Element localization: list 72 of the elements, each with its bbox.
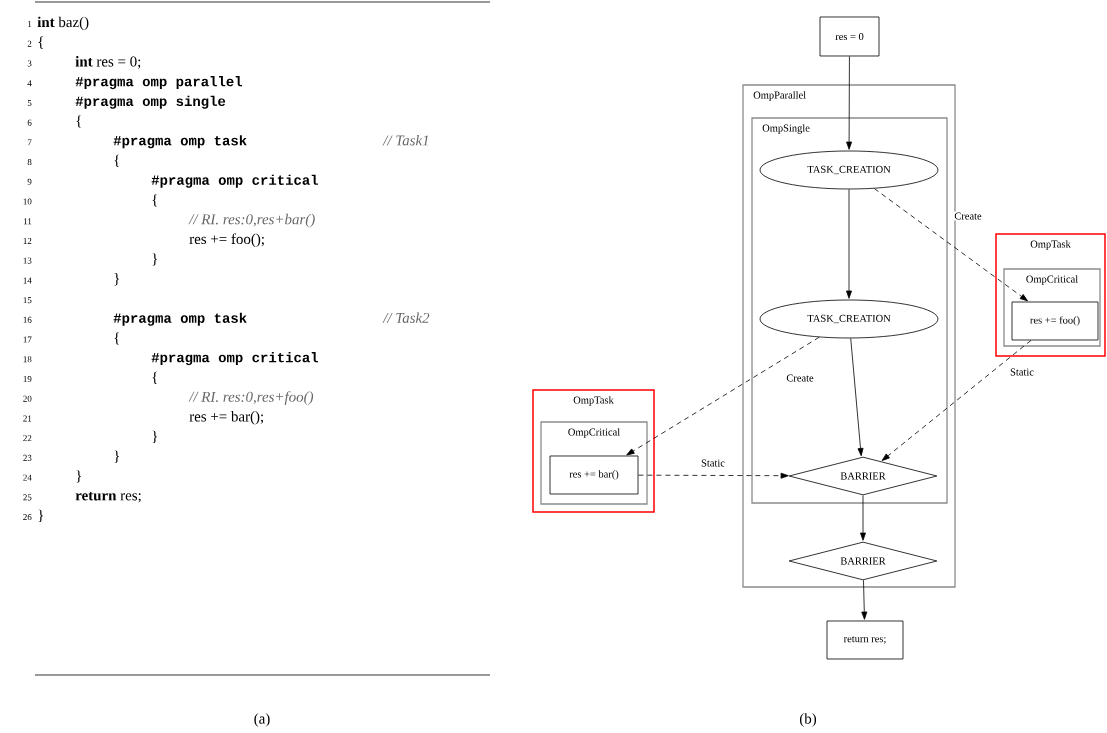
code-line: int baz(): [37, 16, 89, 31]
line-number: 15: [23, 297, 32, 304]
code-line: #pragma omp task: [113, 135, 247, 149]
code-line: {: [114, 154, 119, 167]
arrow: [638, 472, 789, 479]
code-line: }: [114, 273, 119, 286]
process-box: res += foo(): [1011, 301, 1099, 341]
process-box: res += bar(): [549, 455, 639, 495]
line-number: 19: [23, 376, 32, 383]
line-number: 18: [23, 356, 32, 363]
code-comment: // RI. res:0,res+foo(): [188, 391, 314, 405]
code-comment: // Task1: [382, 134, 428, 146]
code-line: {: [38, 36, 43, 49]
arrow: [850, 338, 864, 457]
process-box: return res;: [826, 620, 904, 660]
process-box: res = 0: [819, 16, 880, 57]
arrow: [860, 495, 866, 541]
line-number: 6: [27, 119, 32, 126]
line-number: 25: [23, 494, 32, 501]
panel-label: (b): [799, 713, 817, 727]
line-number: 26: [23, 514, 32, 521]
line-number: 22: [23, 435, 32, 442]
edge-label: Create: [785, 373, 815, 383]
line-number: 2: [27, 40, 32, 47]
line-number: 1: [28, 21, 32, 27]
line-number: 14: [23, 277, 32, 284]
code-line: #pragma omp parallel: [75, 76, 242, 90]
edge-label: Create: [953, 211, 983, 221]
line-number: 16: [23, 316, 32, 323]
panel-label: (a): [254, 713, 270, 727]
line-number: 17: [23, 336, 32, 343]
line-number: 24: [23, 474, 32, 481]
code-line: {: [152, 194, 157, 207]
arrow: [874, 188, 1028, 302]
code-line: res += foo();: [189, 233, 264, 248]
line-number: 13: [23, 257, 32, 264]
code-line: }: [38, 509, 43, 522]
line-number: 20: [23, 395, 32, 402]
code-line: #pragma omp critical: [151, 352, 318, 366]
code-line: #pragma omp critical: [151, 174, 318, 188]
line-number: 10: [23, 198, 32, 205]
code-line: return res;: [75, 491, 141, 503]
line-number: 8: [27, 159, 32, 166]
code-line: }: [152, 430, 157, 444]
code-line: int res = 0;: [75, 56, 141, 69]
line-number: 21: [23, 415, 32, 422]
code-comment: // RI. res:0,res+bar(): [188, 213, 315, 228]
arrow: [846, 56, 853, 150]
code-line: }: [114, 450, 119, 463]
code-line: {: [114, 332, 119, 345]
line-number: 12: [23, 237, 32, 244]
edge-label: Static: [1009, 367, 1035, 377]
arrow: [846, 189, 852, 299]
code-line: {: [152, 371, 157, 384]
line-number: 23: [23, 454, 32, 461]
line-number: 5: [27, 100, 32, 106]
code-comment: // Task2: [382, 312, 430, 323]
code-line: res += bar();: [189, 411, 263, 425]
line-number: 3: [27, 60, 32, 67]
code-line: }: [76, 470, 81, 483]
arrow: [881, 340, 1032, 461]
edge-label: Static: [700, 458, 726, 468]
code-line: #pragma omp single: [75, 95, 226, 109]
line-number: 9: [27, 178, 32, 185]
line-number: 11: [23, 218, 32, 225]
code-line: {: [76, 115, 81, 128]
arrow: [861, 579, 868, 620]
code-line: #pragma omp task: [113, 312, 247, 326]
line-number: 7: [27, 139, 32, 146]
code-line: }: [152, 253, 157, 266]
line-number: 4: [27, 80, 32, 87]
arrow: [626, 336, 820, 456]
